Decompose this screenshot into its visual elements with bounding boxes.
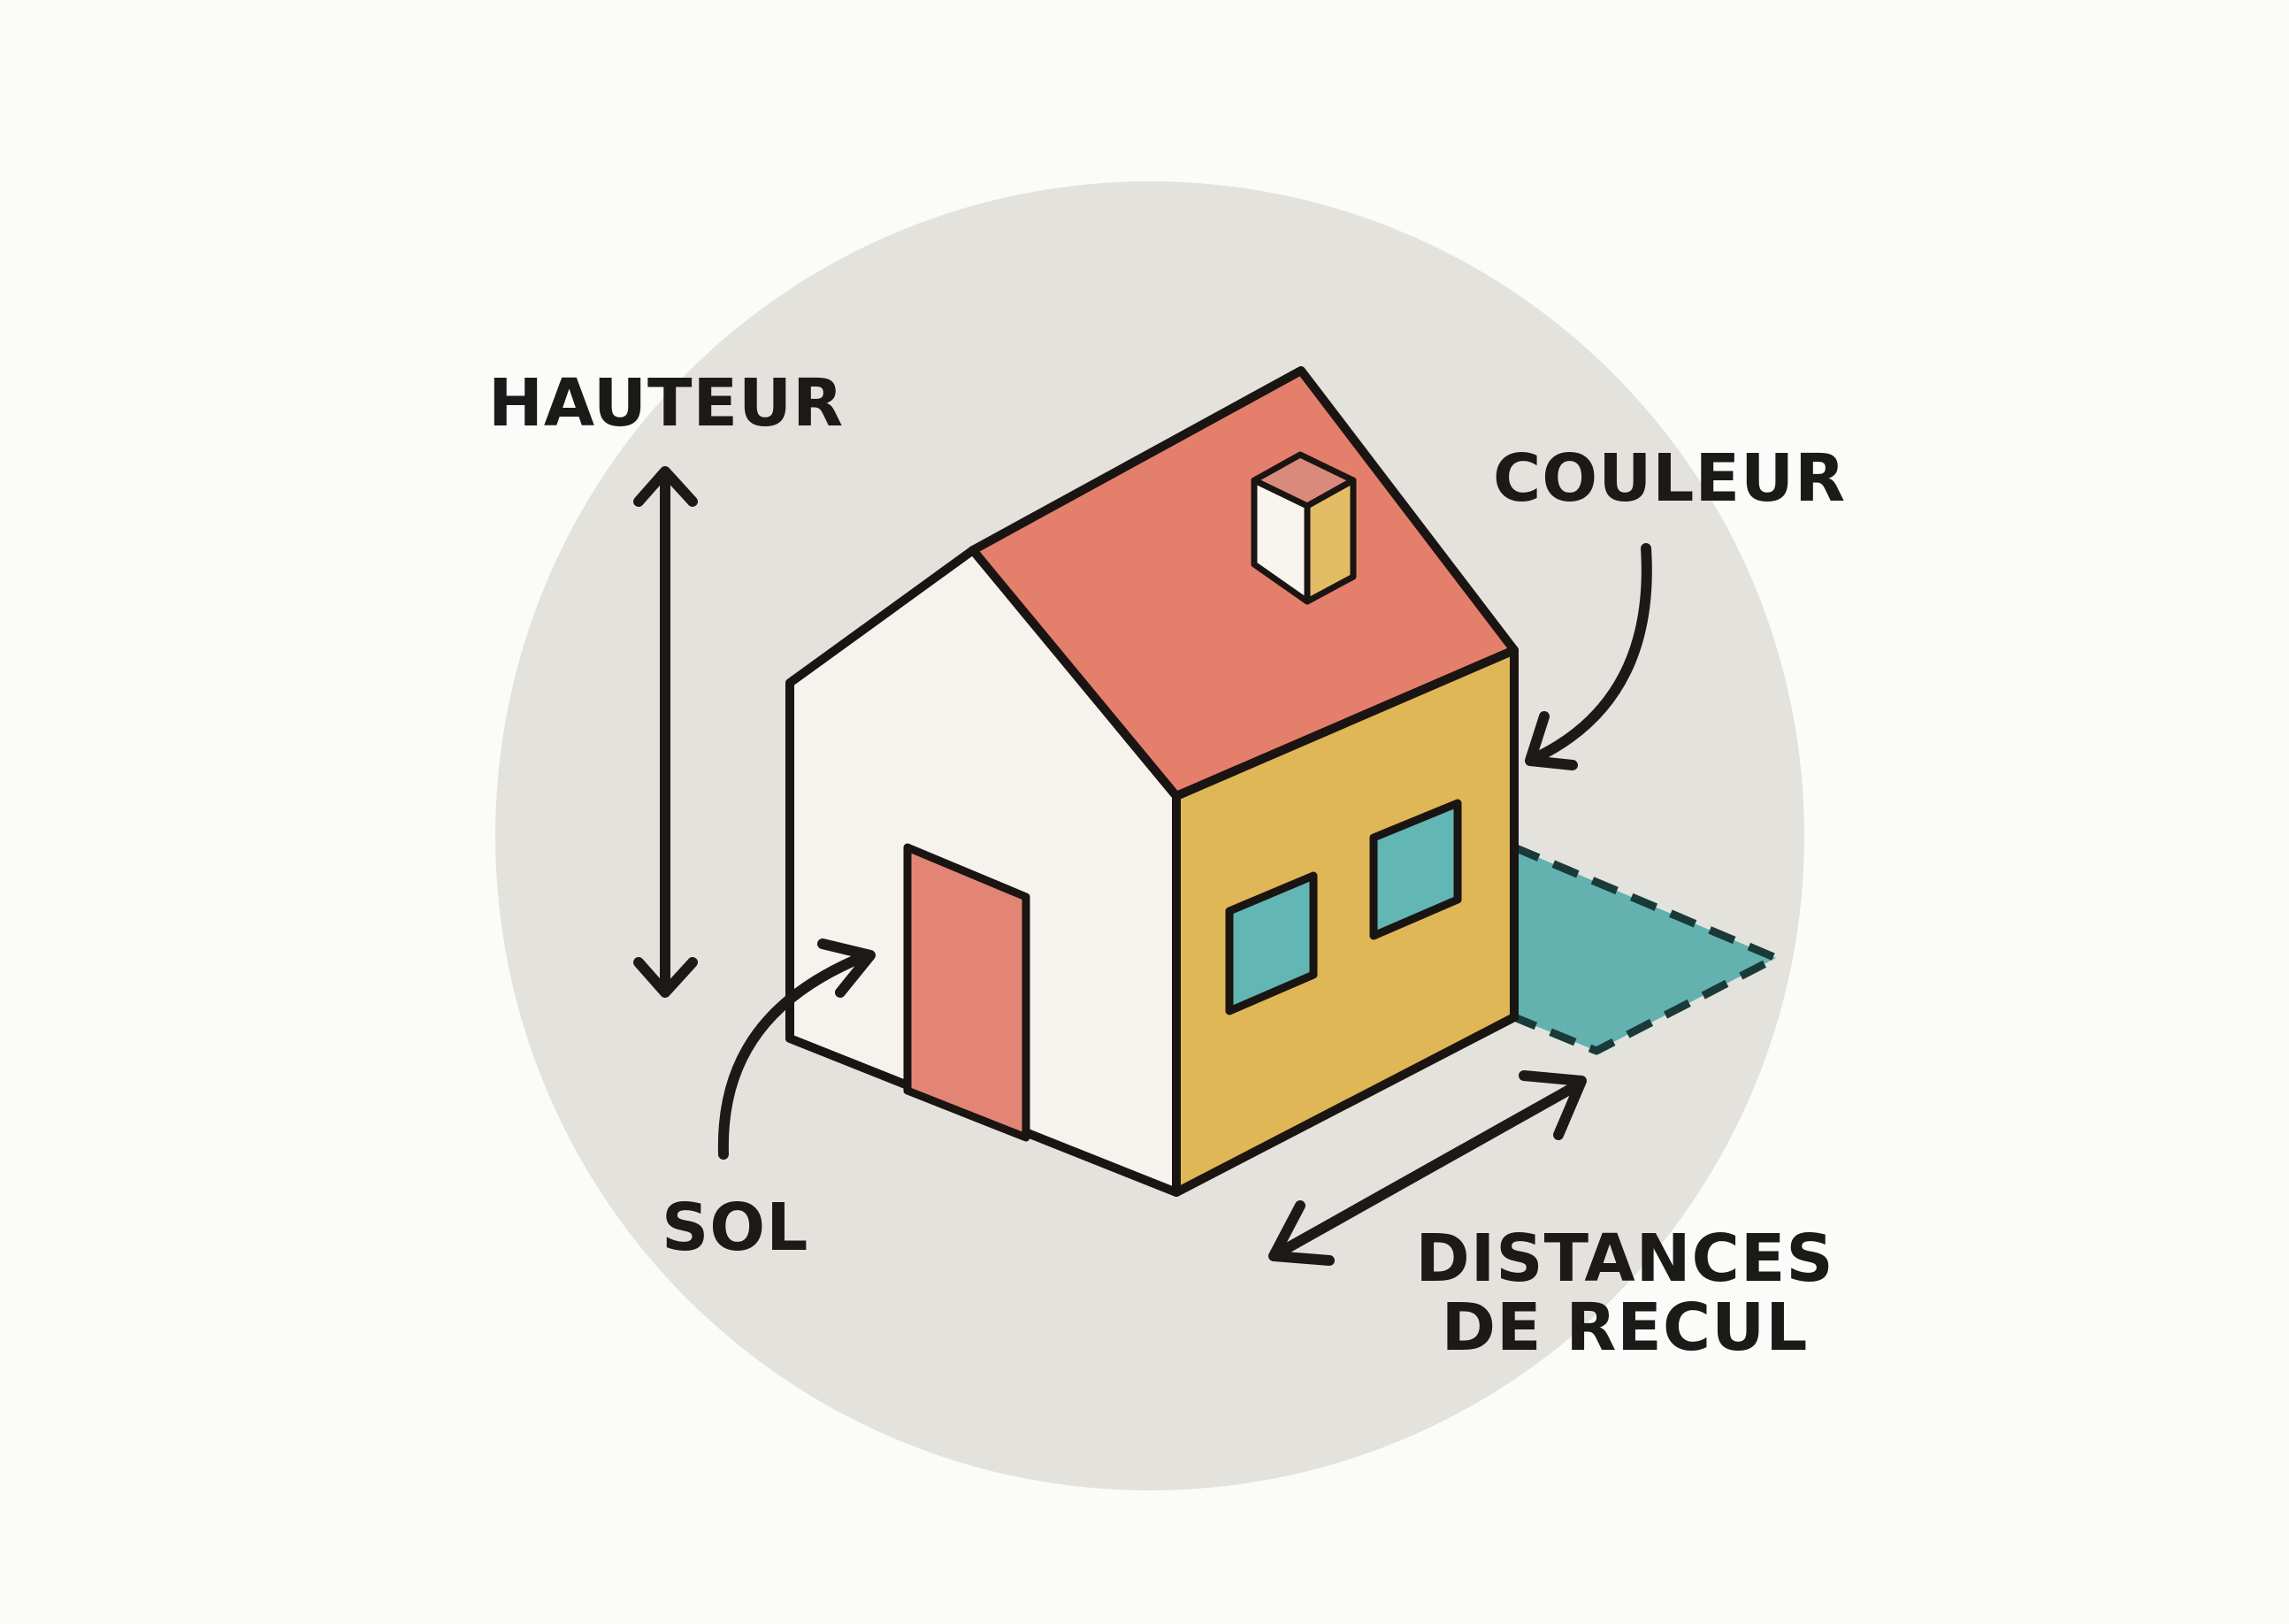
label-distances-de-recul: DISTANCES DE RECUL (1408, 1221, 1841, 1366)
ground-arrow-icon (717, 938, 876, 1160)
color-arrow-icon (1525, 543, 1652, 770)
label-couleur: COULEUR (1493, 440, 1847, 517)
label-sol: SOL (662, 1190, 809, 1266)
label-hauteur: HAUTEUR (488, 365, 845, 441)
label-distances-line2: DE RECUL (1441, 1289, 1809, 1366)
setback-area (1510, 843, 1780, 1055)
window-left (1225, 871, 1318, 1015)
front-wall (1172, 646, 1519, 1197)
setback-arrow-icon (1268, 1070, 1587, 1266)
door (903, 843, 1030, 1142)
label-distances-line1: DISTANCES (1415, 1221, 1834, 1297)
chimney (1251, 451, 1357, 605)
window-right (1369, 799, 1462, 940)
height-arrow-icon (633, 466, 698, 998)
